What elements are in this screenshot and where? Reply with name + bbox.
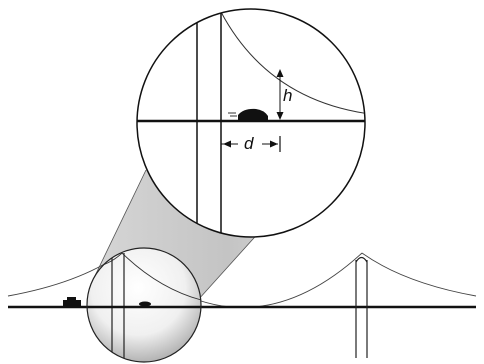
car-magnified: [228, 108, 268, 120]
car-small: [63, 297, 81, 306]
magnified-view: h d: [136, 8, 366, 238]
distance-arrow: [221, 136, 281, 152]
height-label: h: [283, 86, 292, 105]
distance-label: d: [244, 134, 254, 153]
bridge-scene: [7, 252, 477, 358]
right-tower: [355, 256, 368, 358]
height-arrow: [276, 69, 284, 120]
magnified-cable: [220, 11, 365, 115]
cone-edge-left: [91, 169, 147, 283]
main-cable-right-span: [361, 252, 477, 297]
